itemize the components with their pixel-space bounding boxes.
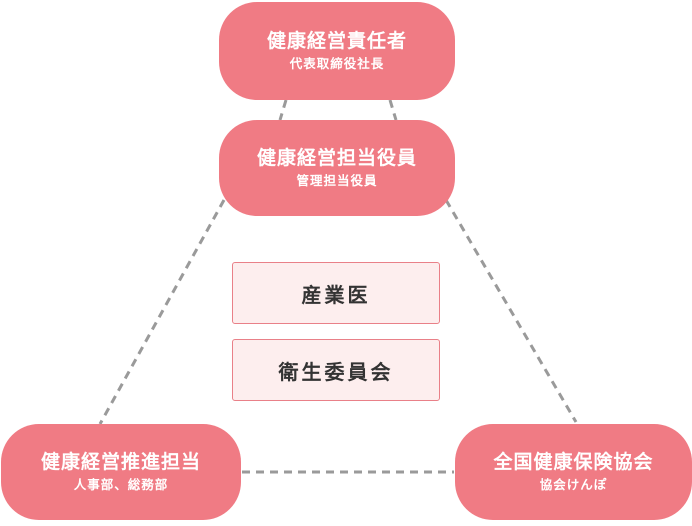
connector-second-to-bottom-left	[98, 199, 226, 425]
node-title: 健康経営担当役員	[256, 147, 417, 169]
node-subtitle: 人事部、総務部	[73, 477, 169, 492]
box-label: 産業医	[301, 282, 371, 307]
node-title: 健康経営推進担当	[40, 451, 201, 473]
node-title: 健康経営責任者	[266, 30, 407, 52]
box-health-committee: 衛生委員会	[232, 339, 440, 401]
node-subtitle: 管理担当役員	[296, 173, 378, 188]
node-health-promotion-staff: 健康経営推進担当 人事部、総務部	[1, 424, 241, 520]
box-label: 衛生委員会	[278, 359, 394, 384]
node-health-management-executive: 健康経営担当役員 管理担当役員	[219, 120, 455, 216]
node-health-management-officer: 健康経営責任者 代表取締役社長	[219, 2, 455, 100]
box-industrial-doctor: 産業医	[232, 262, 440, 324]
node-title: 全国健康保険協会	[493, 451, 654, 473]
node-subtitle: 協会けんぽ	[539, 477, 608, 492]
connector-top-to-second-right	[388, 99, 398, 121]
connector-top-to-second-left	[278, 99, 288, 121]
node-japan-health-insurance-association: 全国健康保険協会 協会けんぽ	[455, 424, 692, 520]
node-subtitle: 代表取締役社長	[289, 56, 385, 71]
connector-second-to-bottom-right	[444, 199, 578, 423]
